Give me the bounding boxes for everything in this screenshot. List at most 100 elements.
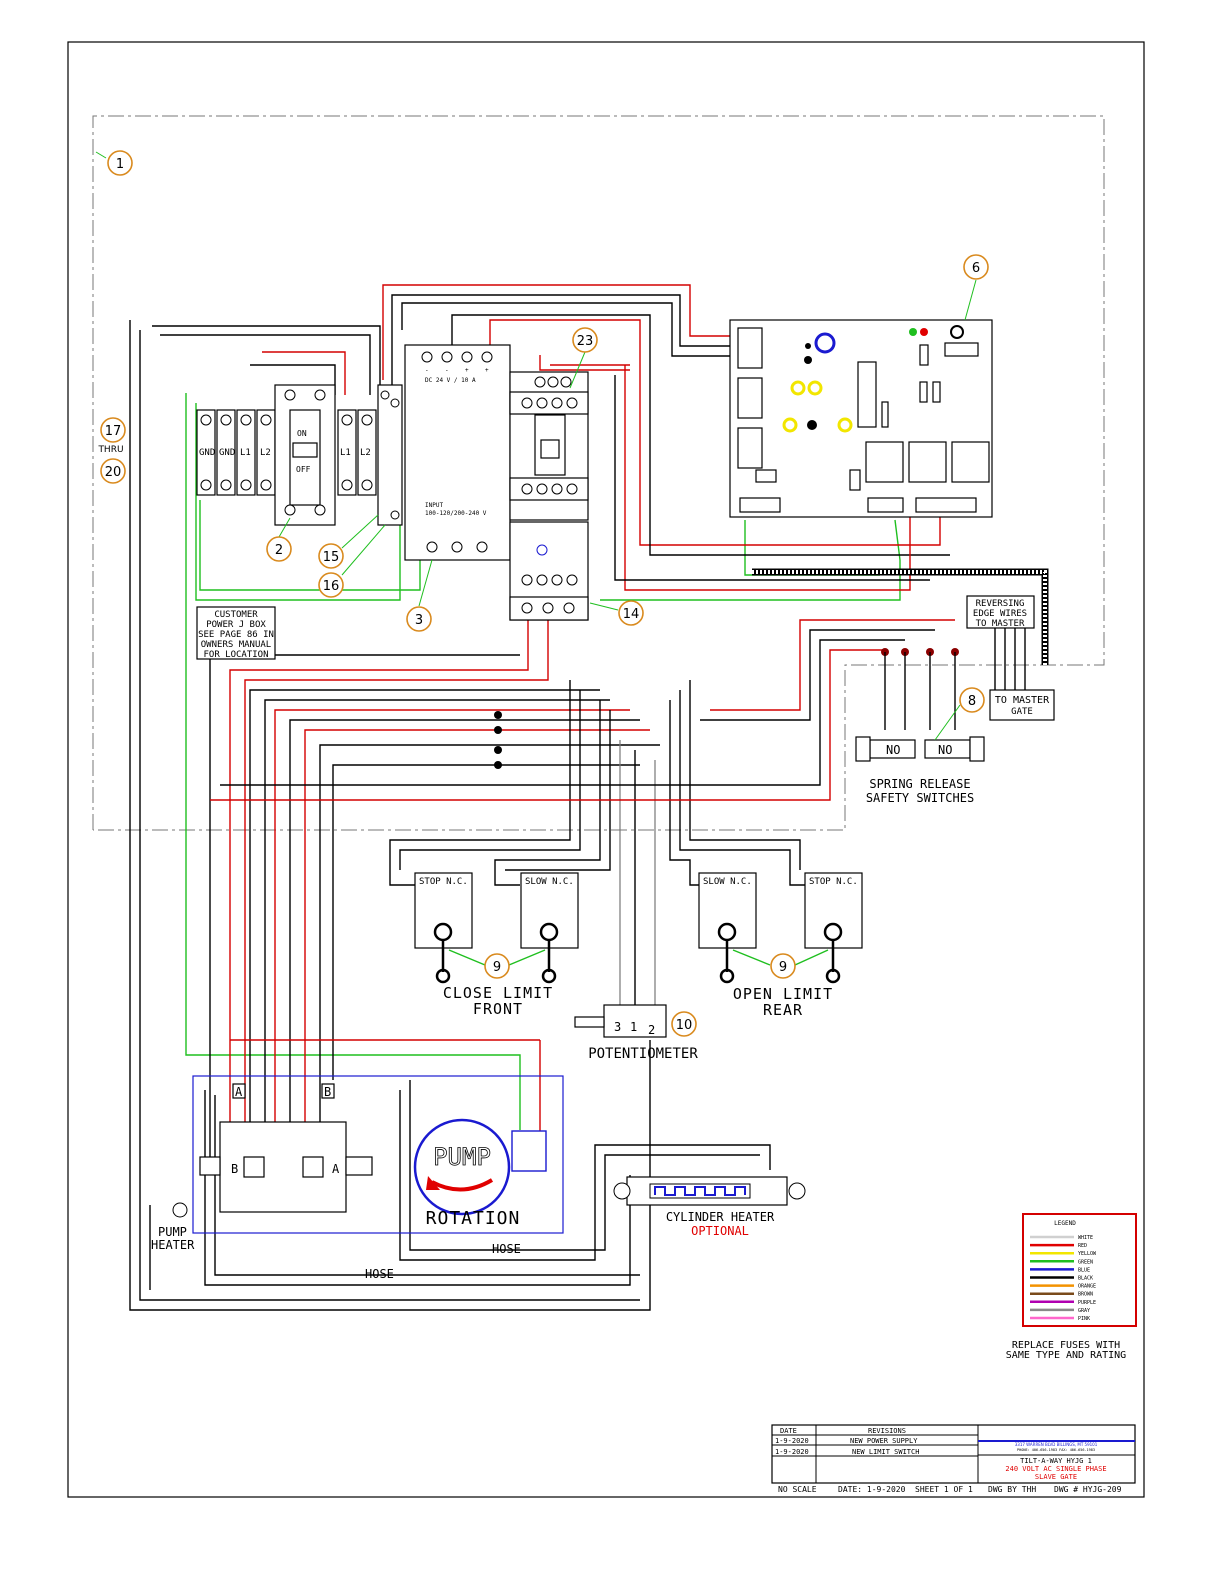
pump-word: PUMP	[433, 1143, 491, 1171]
legend-label-black: BLACK	[1078, 1276, 1093, 1282]
svg-text:10: 10	[676, 1018, 693, 1033]
legend-title: LEGEND	[1054, 1220, 1076, 1227]
svg-text:SAME TYPE AND RATING: SAME TYPE AND RATING	[1006, 1350, 1126, 1361]
breaker-on-label: ON	[297, 429, 307, 438]
svg-text:6: 6	[972, 261, 980, 276]
svg-text:TO MASTER: TO MASTER	[995, 695, 1050, 706]
valve-a: A	[332, 1162, 340, 1176]
svg-text:TILT-A-WAY HYJG 1: TILT-A-WAY HYJG 1	[1020, 1457, 1092, 1465]
svg-text:3317 WARREN BLVD BILLINGS, MT: 3317 WARREN BLVD BILLINGS, MT 59101	[1015, 1442, 1098, 1447]
wire-legend: LEGEND WHITEREDYELLOWGREENBLUEBLACKORANG…	[1022, 1213, 1137, 1327]
potentiometer: 3 1 2 POTENTIOMETER	[574, 1004, 698, 1062]
svg-text:1-9-2020: 1-9-2020	[775, 1437, 809, 1445]
safety-switches: NO NO SPRING RELEASE SAFETY SWITCHES	[855, 648, 985, 805]
svg-text:-: -	[445, 367, 449, 374]
svg-text:1: 1	[116, 157, 124, 172]
title-block: DATE REVISIONS 1-9-2020 NEW POWER SUPPLY…	[771, 1424, 1136, 1494]
pump-port-a: A	[235, 1085, 243, 1099]
wiring-runs	[129, 284, 1049, 1311]
to-master-gate: TO MASTER GATE	[989, 689, 1055, 721]
svg-text:SLAVE GATE: SLAVE GATE	[1035, 1473, 1077, 1481]
contactor	[509, 371, 589, 521]
svg-text:SEE PAGE 86 IN: SEE PAGE 86 IN	[198, 630, 274, 640]
svg-text:-: -	[425, 367, 429, 374]
hose-label-1: HOSE	[492, 1242, 521, 1256]
svg-text:+: +	[465, 367, 469, 374]
enclosure-outline	[92, 115, 1105, 831]
potentiometer-caption: POTENTIOMETER	[588, 1046, 698, 1062]
svg-text:NO SCALE: NO SCALE	[778, 1485, 817, 1494]
svg-text:1: 1	[630, 1020, 637, 1034]
svg-text:EDGE WIRES: EDGE WIRES	[973, 609, 1027, 619]
svg-text:8: 8	[968, 694, 976, 709]
psu-input-range: 100-120/200-240 V	[425, 510, 487, 517]
stop-nc-rear: STOP N.C.	[809, 877, 858, 887]
legend-label-pink: PINK	[1078, 1316, 1090, 1322]
svg-text:POWER J BOX: POWER J BOX	[206, 620, 266, 630]
limit-switches: STOP N.C. SLOW N.C. SLOW N.C. STOP N.C. …	[414, 872, 863, 1019]
hose-label-2: HOSE	[365, 1267, 394, 1281]
svg-text:FOR LOCATION: FOR LOCATION	[203, 650, 268, 660]
legend-label-orange: ORANGE	[1078, 1284, 1096, 1290]
pump-assembly: A B B A PUMP ROTATION PUMP HEATER HOSE H…	[151, 1075, 564, 1281]
safety-switch-no-1: NO	[886, 743, 900, 757]
legend-label-red: RED	[1078, 1243, 1087, 1249]
svg-text:REPLACE FUSES WITH: REPLACE FUSES WITH	[1012, 1340, 1120, 1351]
svg-text:14: 14	[623, 607, 640, 622]
terminal-l2: L2	[260, 448, 271, 458]
cylinder-heater-caption: CYLINDER HEATER	[666, 1210, 775, 1224]
svg-text:REAR: REAR	[763, 1001, 803, 1019]
svg-text:NEW POWER SUPPLY: NEW POWER SUPPLY	[850, 1437, 918, 1445]
psu-output-label: DC 24 V / 10 A	[425, 377, 476, 384]
svg-text:2: 2	[648, 1023, 655, 1037]
svg-text:15: 15	[323, 550, 340, 565]
valve-b: B	[231, 1162, 238, 1176]
svg-text:3: 3	[614, 1020, 621, 1034]
terminal-ll-block: L1 L2	[337, 384, 403, 526]
svg-text:SPRING RELEASE: SPRING RELEASE	[869, 777, 970, 791]
terminal-gnd-2: GND	[219, 448, 235, 458]
svg-text:PHONE: 406-656-1983 FAX: 406-6: PHONE: 406-656-1983 FAX: 406-656-1983	[1017, 1448, 1095, 1452]
psu-input-title: INPUT	[425, 502, 443, 509]
circuit-breaker: ON OFF	[274, 384, 336, 526]
svg-text:SHEET 1 OF 1: SHEET 1 OF 1	[915, 1485, 973, 1494]
svg-text:17: 17	[105, 424, 122, 439]
safety-switch-no-2: NO	[938, 743, 952, 757]
terminal-gnd-1: GND	[199, 448, 215, 458]
power-supply: - - + + DC 24 V / 10 A INPUT 100-120/200…	[404, 344, 511, 561]
svg-text:2: 2	[275, 543, 283, 558]
svg-text:1-9-2020: 1-9-2020	[775, 1448, 809, 1456]
legend-label-brown: BROWN	[1078, 1292, 1093, 1298]
legend-label-yellow: YELLOW	[1078, 1251, 1097, 1257]
svg-text:+: +	[485, 367, 489, 374]
terminal-ll2: L2	[360, 448, 371, 458]
overload-relay	[509, 521, 589, 621]
svg-text:9: 9	[779, 960, 787, 975]
svg-text:DWG # HYJG-209: DWG # HYJG-209	[1054, 1485, 1122, 1494]
svg-text:DATE: DATE	[780, 1427, 797, 1435]
breaker-off-label: OFF	[296, 465, 311, 474]
svg-text:9: 9	[493, 960, 501, 975]
thru-label: THRU	[97, 445, 123, 455]
svg-text:OWNERS MANUAL: OWNERS MANUAL	[201, 640, 271, 650]
pump-heater-label: PUMP	[158, 1225, 187, 1239]
svg-text:GATE: GATE	[1011, 707, 1033, 717]
svg-text:FRONT: FRONT	[473, 1000, 523, 1018]
terminal-ll1: L1	[340, 448, 351, 458]
legend-label-purple: PURPLE	[1078, 1300, 1096, 1306]
svg-text:TO MASTER: TO MASTER	[976, 619, 1025, 629]
slow-nc-front: SLOW N.C.	[525, 877, 574, 887]
terminal-l1: L1	[240, 448, 251, 458]
cylinder-heater: CYLINDER HEATER OPTIONAL	[613, 1176, 806, 1238]
control-board	[729, 319, 993, 518]
svg-text:REVISIONS: REVISIONS	[868, 1427, 906, 1435]
svg-text:REVERSING: REVERSING	[976, 599, 1025, 609]
slow-nc-rear: SLOW N.C.	[703, 877, 752, 887]
reference-bubbles: 1 6 23 17 THRU 20 2 15 16 3 14 8 9 9 10	[95, 150, 989, 1037]
svg-text:HEATER: HEATER	[151, 1238, 195, 1252]
close-limit-caption: CLOSE LIMIT	[443, 984, 553, 1002]
legend-label-blue: BLUE	[1078, 1267, 1090, 1273]
svg-text:NEW LIMIT SWITCH: NEW LIMIT SWITCH	[852, 1448, 919, 1456]
svg-text:16: 16	[323, 579, 340, 594]
